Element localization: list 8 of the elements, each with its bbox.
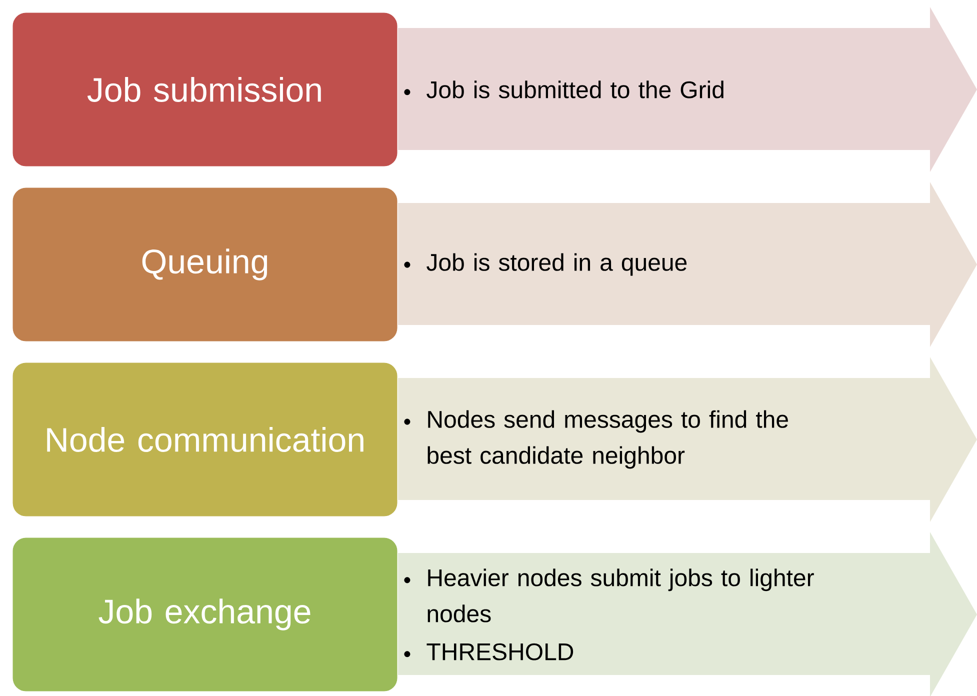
step-box: Queuing [11,186,399,343]
arrow-banner: Job is stored in a queue [398,182,977,347]
arrow-banner: Heavier nodes submit jobs to lighter nodes THRESHOLD [398,532,977,696]
arrow-banner: Job is submitted to the Grid [398,7,977,172]
step-box: Job exchange [11,536,399,693]
step-box: Node communication [11,361,399,518]
step-box: Job submission [11,11,399,168]
arrow-banner: Nodes send messages to find the best candidate neighbor [398,357,977,522]
